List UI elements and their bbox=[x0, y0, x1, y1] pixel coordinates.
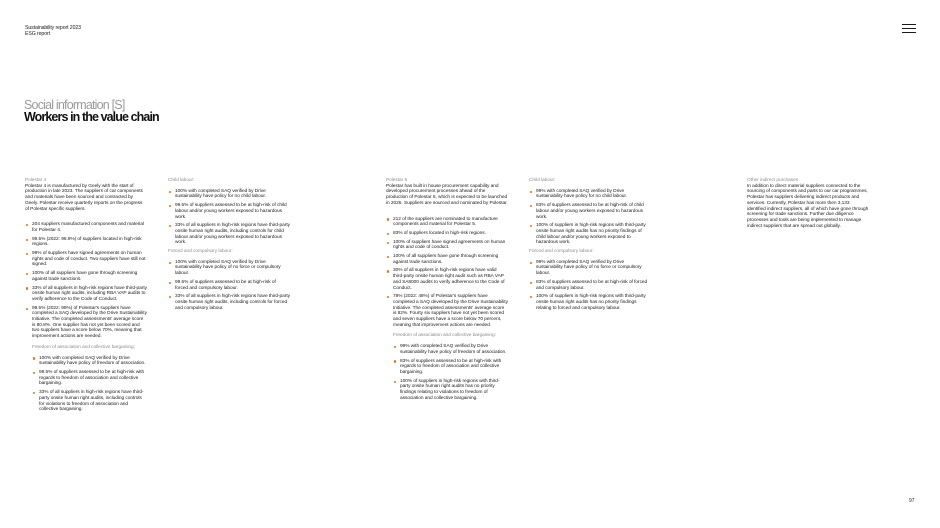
report-header: Sustainability report 2023 ESG report bbox=[25, 25, 81, 38]
column-heading: Other indirect purchases bbox=[747, 178, 799, 183]
list-item: 100% with completed SAQ verified by Driv… bbox=[32, 356, 147, 367]
section-title: Social information [S] bbox=[24, 98, 125, 112]
menu-line bbox=[902, 28, 916, 30]
list-item: 100% with completed SAQ verified by Driv… bbox=[168, 189, 290, 200]
list-item: 99.5% of suppliers assessed to be at hig… bbox=[32, 370, 147, 387]
bullet-list: 204 suppliers manufactured components an… bbox=[25, 222, 147, 340]
column-intro: In addition to direct material suppliers… bbox=[747, 183, 869, 229]
list-item: 100% with completed SAQ verified by Driv… bbox=[168, 260, 290, 277]
list-item: 83% of suppliers assessed to be at high-… bbox=[393, 359, 508, 376]
list-item: 99.5% (2022: 98.9%) of suppliers located… bbox=[25, 237, 147, 248]
column-heading: Child labour: bbox=[529, 178, 556, 183]
hamburger-menu-icon[interactable] bbox=[902, 24, 916, 34]
list-item: 100% of suppliers in high-risk regions w… bbox=[393, 379, 508, 402]
list-item: 100% of all suppliers have gone through … bbox=[25, 271, 147, 282]
page-title: Workers in the value chain bbox=[24, 110, 160, 124]
list-item: 33% of all suppliers in high-risk region… bbox=[25, 286, 147, 303]
bullet-list: 212 of the suppliers are nominated to ma… bbox=[386, 217, 508, 329]
sub-heading: Forced and compulsory labour: bbox=[168, 249, 233, 255]
bullet-list: 100% with completed SAQ verified by Driv… bbox=[32, 356, 147, 413]
list-item: 99% with completed SAQ verified by Drive… bbox=[529, 260, 651, 277]
column-heading: Child labour: bbox=[168, 178, 195, 183]
menu-line bbox=[902, 32, 916, 34]
column-child-labour-p5: Child labour: 99% with completed SAQ ver… bbox=[529, 178, 651, 314]
sub-heading: Freedom of association and collective ba… bbox=[32, 344, 135, 350]
list-item: 100% of suppliers in high-risk regions w… bbox=[529, 223, 651, 246]
list-item: 99.5% (2022: 99%) of Polestar's supplier… bbox=[25, 306, 147, 340]
bullet-list: 99% with completed SAQ verified by Drive… bbox=[393, 344, 508, 401]
bullet-list: 100% with completed SAQ verified by Driv… bbox=[168, 260, 290, 312]
column-polestar-5: Polestar 5 Polestar has built in house p… bbox=[386, 178, 508, 405]
list-item: 100% of suppliers in high-risk regions w… bbox=[529, 294, 651, 311]
list-item: 78% (2022: 48%) of Polestar's suppliers … bbox=[386, 294, 508, 328]
page-number: 97 bbox=[909, 498, 915, 504]
list-item: 99% with completed SAQ verified by Drive… bbox=[529, 189, 651, 200]
column-child-labour-p4: Child labour: 100% with completed SAQ ve… bbox=[168, 178, 290, 314]
list-item: 99% of suppliers have signed agreements … bbox=[25, 251, 147, 268]
menu-line bbox=[902, 24, 916, 26]
list-item: 204 suppliers manufactured components an… bbox=[25, 222, 147, 233]
sub-heading: Forced and compulsory labour: bbox=[529, 249, 594, 255]
column-intro: Polestar has built in house procurement … bbox=[386, 183, 508, 206]
list-item: 33% of all suppliers in high-risk region… bbox=[32, 390, 147, 413]
list-item: 100% of all suppliers have gone through … bbox=[386, 254, 508, 265]
column-indirect-purchases: Other indirect purchases In addition to … bbox=[747, 178, 869, 229]
column-heading: Polestar 5 bbox=[386, 178, 408, 183]
list-item: 100% of suppliers have signed agreements… bbox=[386, 240, 508, 251]
list-item: 30% of all suppliers in high-risk region… bbox=[386, 268, 508, 291]
list-item: 99% with completed SAQ verified by Drive… bbox=[393, 344, 508, 355]
list-item: 83% of suppliers assessed to be at high-… bbox=[529, 203, 651, 220]
list-item: 212 of the suppliers are nominated to ma… bbox=[386, 217, 508, 228]
list-item: 33% of all suppliers in high-risk region… bbox=[168, 223, 290, 246]
sub-heading: Freedom of association and collective ba… bbox=[393, 333, 496, 339]
report-subtitle: ESG report bbox=[25, 31, 50, 38]
list-item: 33% of all suppliers in high-risk region… bbox=[168, 294, 290, 311]
column-polestar-4: Polestar 4 Polestar 4 is manufactured by… bbox=[25, 178, 147, 416]
column-heading: Polestar 4 bbox=[25, 178, 47, 183]
bullet-list: 99% with completed SAQ verified by Drive… bbox=[529, 260, 651, 312]
report-title: Sustainability report 2023 bbox=[25, 25, 81, 31]
bullet-list: 100% with completed SAQ verified by Driv… bbox=[168, 189, 290, 246]
column-intro: Polestar 4 is manufactured by Geely with… bbox=[25, 183, 143, 212]
list-item: 83% of suppliers assessed to be at high-… bbox=[529, 280, 651, 291]
list-item: 99.5% of suppliers assessed to be at hig… bbox=[168, 203, 290, 220]
bullet-list: 99% with completed SAQ verified by Drive… bbox=[529, 189, 651, 246]
list-item: 83% of suppliers located in high-risk re… bbox=[386, 231, 508, 237]
list-item: 99.5% of suppliers assessed to be at hig… bbox=[168, 280, 290, 291]
